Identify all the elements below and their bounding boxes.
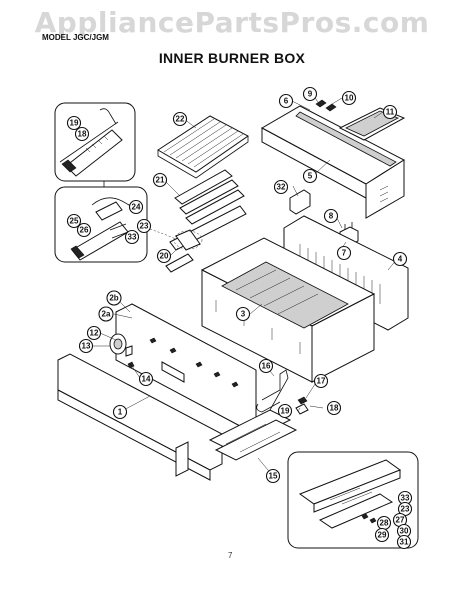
callout-19-inset: 19 <box>66 115 82 131</box>
callout-16: 16 <box>258 358 274 374</box>
rear-trim-panel <box>260 105 406 219</box>
svg-text:6: 6 <box>284 97 289 106</box>
callout-2b: 2b <box>106 290 122 306</box>
callout-29: 29 <box>374 527 390 543</box>
inset-burner-tube <box>54 102 136 182</box>
svg-text:15: 15 <box>269 472 278 481</box>
svg-text:4: 4 <box>398 255 403 264</box>
callout-1: 1 <box>112 404 128 420</box>
radiant-shields <box>174 169 245 225</box>
burner-box <box>200 237 376 383</box>
svg-text:30: 30 <box>400 527 409 536</box>
callout-18: 18 <box>326 400 342 416</box>
svg-text:27: 27 <box>396 516 405 525</box>
callout-9: 9 <box>302 86 318 102</box>
svg-text:25: 25 <box>70 217 79 226</box>
svg-text:9: 9 <box>308 90 313 99</box>
callout-18-inset: 18 <box>74 126 90 142</box>
callout-21: 21 <box>152 172 168 188</box>
svg-text:7: 7 <box>342 249 347 258</box>
page-title: INNER BURNER BOX <box>158 50 306 66</box>
watermark-logo: AppliancePartsPros.com <box>34 6 430 39</box>
callout-19: 19 <box>277 403 293 419</box>
callout-8: 8 <box>323 208 339 224</box>
svg-text:2b: 2b <box>109 294 118 303</box>
callout-4: 4 <box>392 251 408 267</box>
svg-text:10: 10 <box>345 94 354 103</box>
svg-text:23: 23 <box>401 505 410 514</box>
callout-23-inset: 23 <box>136 218 152 234</box>
callout-17: 17 <box>313 373 329 389</box>
callout-28: 28 <box>376 515 392 531</box>
orifice-parts <box>295 396 309 415</box>
callout-30: 30 <box>396 523 412 539</box>
callout-5: 5 <box>302 168 318 184</box>
valve-knob <box>109 333 133 357</box>
burner-rails <box>208 409 298 461</box>
callout-22: 22 <box>172 111 188 127</box>
svg-text:3: 3 <box>241 310 246 319</box>
svg-text:24: 24 <box>132 203 141 212</box>
svg-text:18: 18 <box>78 130 87 139</box>
callout-11: 11 <box>382 104 398 120</box>
callout-6: 6 <box>278 93 294 109</box>
svg-text:28: 28 <box>380 519 389 528</box>
svg-text:18: 18 <box>330 404 339 413</box>
svg-text:16: 16 <box>262 362 271 371</box>
callout-24: 24 <box>128 199 144 215</box>
callout-10: 10 <box>341 90 357 106</box>
cooking-grate <box>157 115 249 179</box>
callout-33-inset: 33 <box>124 229 140 245</box>
svg-text:13: 13 <box>82 342 91 351</box>
igniter-wire <box>256 369 289 413</box>
control-panel <box>115 303 257 427</box>
burner-tube <box>165 205 247 273</box>
svg-text:1: 1 <box>118 408 123 417</box>
svg-text:2a: 2a <box>102 310 111 319</box>
callout-31: 31 <box>396 534 412 550</box>
svg-text:33: 33 <box>401 494 410 503</box>
svg-text:12: 12 <box>90 329 99 338</box>
svg-text:8: 8 <box>329 212 334 221</box>
svg-text:21: 21 <box>156 176 165 185</box>
svg-text:19: 19 <box>70 119 79 128</box>
callout-32: 32 <box>273 179 289 195</box>
callout-12: 12 <box>86 325 102 341</box>
front-trim <box>57 353 223 481</box>
svg-text:23: 23 <box>140 222 149 231</box>
model-label: MODEL JGC/JGM <box>42 33 109 42</box>
callout-2a: 2a <box>98 306 114 322</box>
callout-25: 25 <box>66 213 82 229</box>
svg-text:29: 29 <box>378 531 387 540</box>
callout-26: 26 <box>76 222 92 238</box>
callout-20: 20 <box>156 248 172 264</box>
svg-text:5: 5 <box>308 172 313 181</box>
svg-text:14: 14 <box>142 375 151 384</box>
callout-13: 13 <box>78 338 94 354</box>
callout-7: 7 <box>336 245 352 261</box>
callout-3: 3 <box>235 306 251 322</box>
svg-text:31: 31 <box>400 538 409 547</box>
svg-text:22: 22 <box>176 115 185 124</box>
bracket <box>289 189 311 215</box>
svg-text:20: 20 <box>160 252 169 261</box>
svg-text:11: 11 <box>386 108 395 117</box>
svg-text:17: 17 <box>317 377 326 386</box>
svg-text:32: 32 <box>277 183 286 192</box>
svg-text:19: 19 <box>281 407 290 416</box>
callout-14: 14 <box>138 371 154 387</box>
svg-text:33: 33 <box>128 233 137 242</box>
callout-15: 15 <box>265 468 281 484</box>
page-number: 7 <box>228 551 233 560</box>
svg-text:26: 26 <box>80 226 89 235</box>
